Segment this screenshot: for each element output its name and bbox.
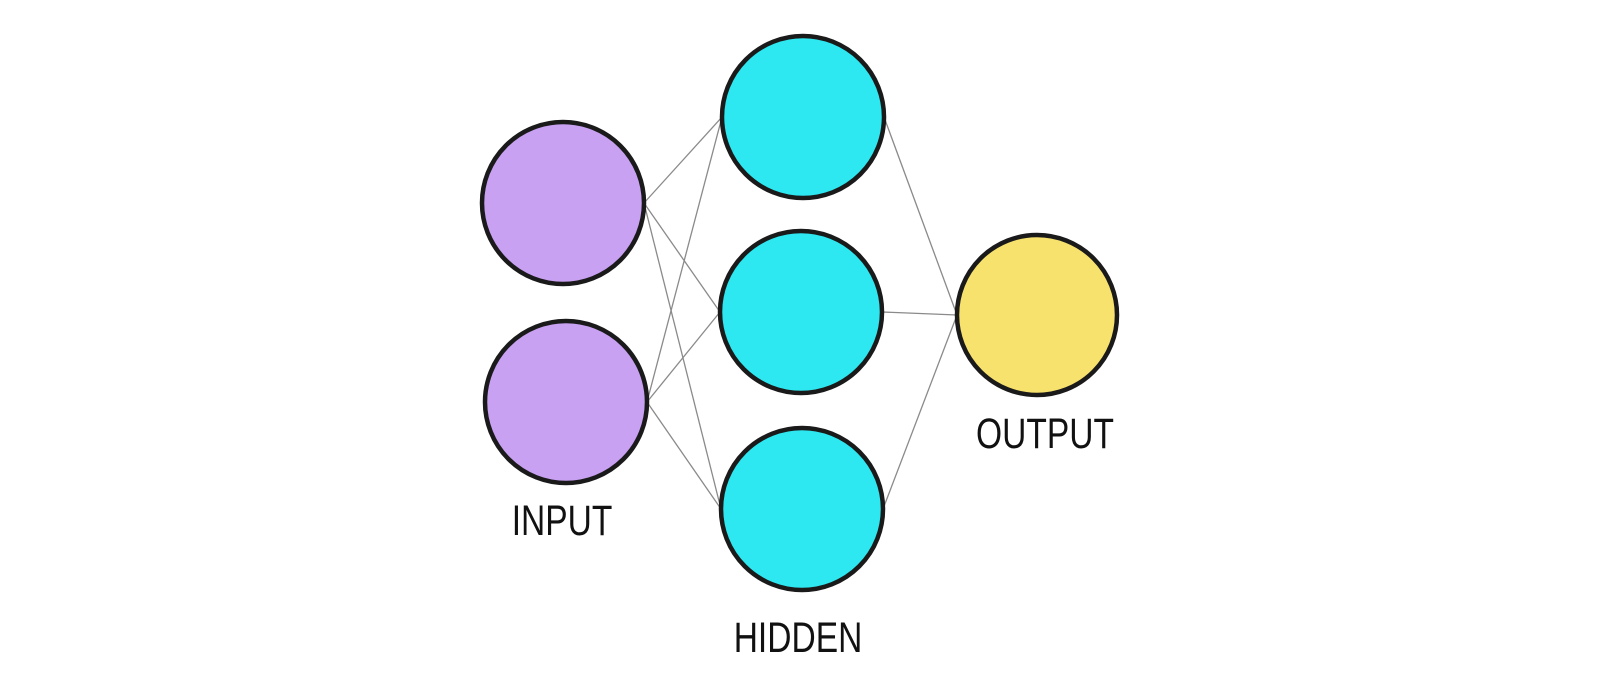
hidden-node-h2 xyxy=(717,228,885,396)
output-layer-label-text: OUTPUT xyxy=(976,410,1114,458)
input-node-i2 xyxy=(482,318,650,486)
hidden-layer-label: HIDDEN xyxy=(716,617,881,660)
hidden-layer-label-text: HIDDEN xyxy=(733,614,863,662)
edge-h1-o1 xyxy=(883,116,958,316)
input-node-i1 xyxy=(479,119,647,287)
edge-i1-h1 xyxy=(643,116,723,204)
output-layer-label: OUTPUT xyxy=(957,413,1134,456)
hidden-node-h1 xyxy=(719,33,887,201)
hidden-node-h3 xyxy=(718,425,886,593)
edge-h3-o1 xyxy=(882,314,958,510)
node-layer xyxy=(479,33,1120,593)
edge-i2-h3 xyxy=(646,401,722,510)
edge-i1-h3 xyxy=(643,202,722,510)
edge-i2-h1 xyxy=(646,116,723,403)
input-layer-label-text: INPUT xyxy=(511,497,613,545)
edge-layer xyxy=(643,116,958,510)
edge-i1-h2 xyxy=(643,202,721,313)
edge-h2-o1 xyxy=(881,311,958,316)
output-node-o1 xyxy=(954,232,1120,398)
input-layer-label: INPUT xyxy=(498,500,627,543)
edge-i2-h2 xyxy=(646,311,721,403)
